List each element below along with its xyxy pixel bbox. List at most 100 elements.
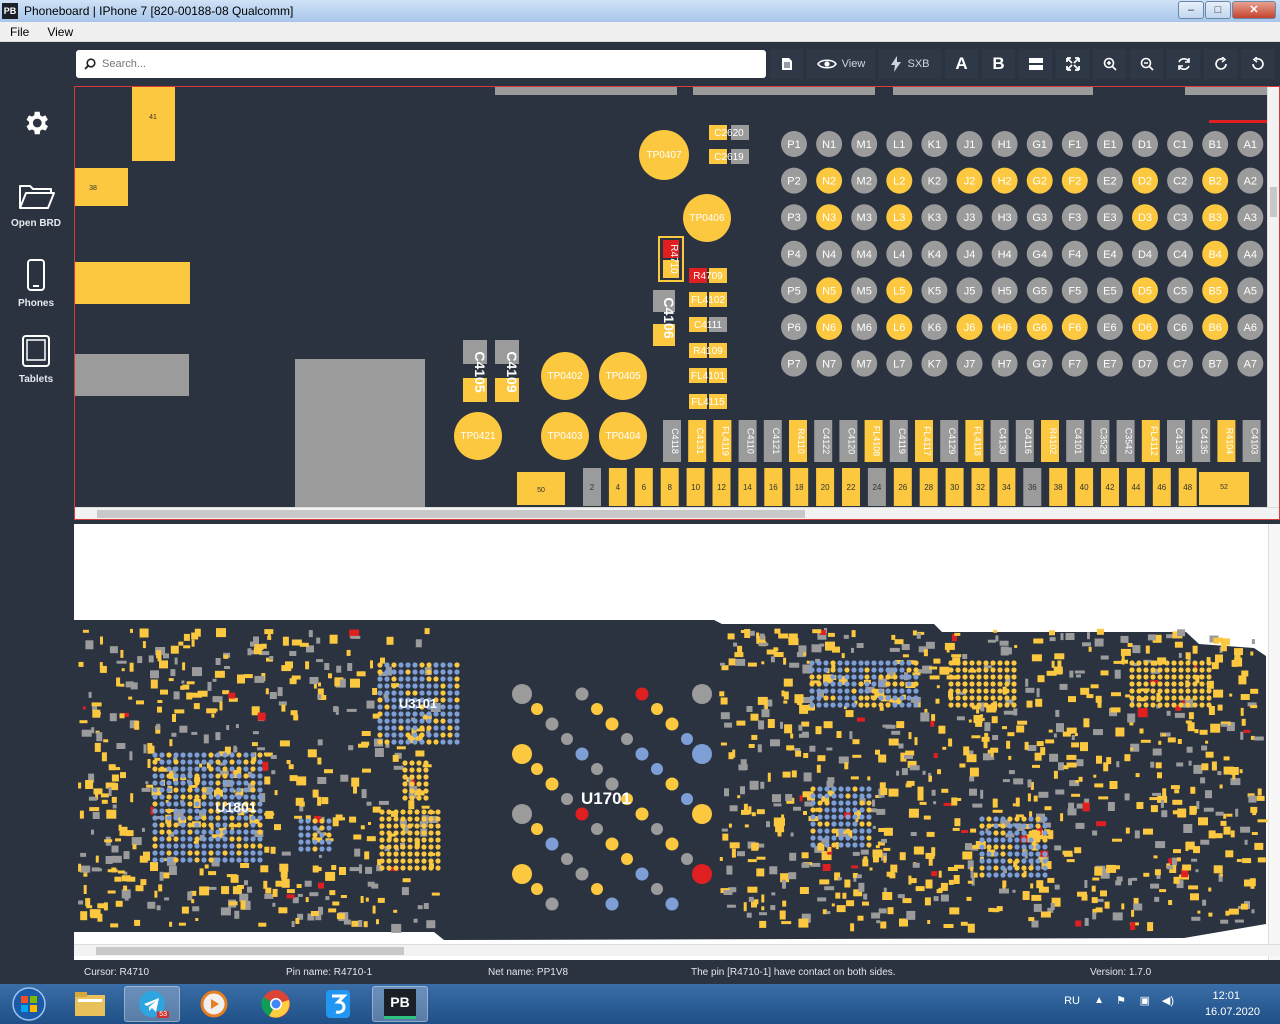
bga-ball[interactable] [886,204,913,231]
bga-ball[interactable] [886,277,913,304]
bga-ball[interactable] [1096,277,1123,304]
bga-ball[interactable] [1132,131,1158,157]
test-point[interactable] [639,130,689,180]
bga-ball[interactable] [1202,277,1229,304]
fl4102-pad[interactable] [689,292,707,307]
test-point[interactable] [599,412,647,460]
bga-ball[interactable] [1096,131,1123,157]
bga-ball[interactable] [1026,314,1053,340]
taskbar-telegram[interactable]: 53 [124,986,180,1022]
bga-ball[interactable] [1061,240,1088,267]
top-horizontal-scrollbar[interactable] [75,507,1279,519]
pad-38[interactable] [75,168,128,206]
bga-ball[interactable] [781,204,807,231]
connector-pin[interactable] [712,468,731,506]
bga-ball[interactable] [921,240,948,267]
full-board-canvas[interactable]: U1801 U3101 U1701 [74,524,1280,960]
shield-pad[interactable] [295,359,425,520]
bga-ball[interactable] [991,131,1018,157]
bottom-component[interactable] [713,420,732,462]
bottom-component[interactable] [864,420,883,462]
bottom-component[interactable] [814,420,833,462]
bga-ball[interactable] [1061,277,1088,304]
side-b-button[interactable]: B [982,49,1015,79]
fl4101-pad[interactable] [709,368,727,383]
bga-ball[interactable] [851,314,878,340]
connector-pin[interactable] [919,468,938,506]
bga-ball[interactable] [816,277,843,304]
bga-ball[interactable] [781,131,807,157]
bottom-component[interactable] [1116,420,1135,462]
bga-ball[interactable] [1096,350,1123,377]
connector-pin[interactable] [893,468,912,506]
bga-ball[interactable] [851,204,878,231]
pad-50[interactable] [517,472,565,505]
bga-ball[interactable] [1167,350,1194,377]
connector-pin[interactable] [1049,468,1068,506]
bga-ball[interactable] [781,240,807,267]
connector-pin[interactable] [738,468,757,506]
bottom-component[interactable] [763,420,782,462]
bga-ball[interactable] [956,131,983,157]
settings-button[interactable] [0,108,72,144]
bga-ball[interactable] [1167,277,1194,304]
bga-ball[interactable] [886,314,913,340]
bga-ball[interactable] [1026,277,1053,304]
bga-ball[interactable] [1237,277,1264,304]
full-board-view[interactable]: U1801 U3101 U1701 [74,524,1280,960]
test-point[interactable] [454,412,502,460]
connector-pin[interactable] [867,468,886,506]
bga-ball[interactable] [1202,240,1229,267]
pad-large-gray[interactable] [75,354,189,396]
connector-pin[interactable] [1126,468,1145,506]
flag-icon[interactable]: ⚑ [1116,995,1126,1007]
bga-ball[interactable] [1096,204,1123,231]
r4710-pad[interactable] [663,240,679,258]
connector-pin[interactable] [660,468,679,506]
connector-pin[interactable] [608,468,627,506]
minimize-button[interactable]: – [1178,1,1204,19]
bga-ball[interactable] [1202,131,1229,157]
pad-52[interactable] [1199,472,1249,505]
sidebar-item-phones[interactable]: Phones [0,258,72,309]
bga-ball[interactable] [816,167,843,194]
bottom-vertical-scrollbar[interactable] [1268,524,1280,960]
bga-ball[interactable] [991,277,1018,304]
bga-ball[interactable] [956,314,983,340]
bga-ball[interactable] [1237,204,1264,231]
tray-expand-icon[interactable]: ▲ [1094,995,1104,1006]
menu-file[interactable]: File [10,24,30,39]
sxb-button[interactable]: SXB [879,49,941,79]
bga-ball[interactable] [1237,131,1264,157]
refresh-button[interactable] [1167,49,1200,79]
bga-ball[interactable] [1132,240,1158,267]
c4109-pad[interactable] [495,340,519,364]
view-button[interactable]: View [807,49,875,79]
split-view-button[interactable] [1019,49,1052,79]
bga-ball[interactable] [886,131,913,157]
clock-date[interactable]: 16.07.2020 [1204,1006,1260,1018]
bga-ball[interactable] [851,350,878,377]
c2620-pad[interactable] [731,125,749,140]
test-point[interactable] [541,352,589,400]
taskbar-phoneboard[interactable]: PB [372,986,428,1022]
bga-ball[interactable] [781,350,807,377]
maximize-button[interactable]: □ [1205,1,1231,19]
side-a-button[interactable]: A [945,49,978,79]
sidebar-item-tablets[interactable]: Tablets [0,334,72,385]
bottom-component[interactable] [663,420,681,462]
bga-ball[interactable] [1132,204,1158,231]
bottom-horizontal-scrollbar[interactable] [74,944,1280,956]
connector-pin[interactable] [583,468,601,506]
bga-ball[interactable] [1237,350,1264,377]
sidebar-item-open-brd[interactable]: Open BRD [0,180,72,229]
taskbar-chrome[interactable] [248,986,304,1022]
connector-pin[interactable] [1178,468,1197,506]
connector-pin[interactable] [1075,468,1094,506]
bga-ball[interactable] [816,240,843,267]
start-button[interactable] [2,986,56,1022]
bga-ball[interactable] [816,350,843,377]
bga-ball[interactable] [851,240,878,267]
c2619-pad[interactable] [731,149,749,164]
bga-ball[interactable] [1061,314,1088,340]
